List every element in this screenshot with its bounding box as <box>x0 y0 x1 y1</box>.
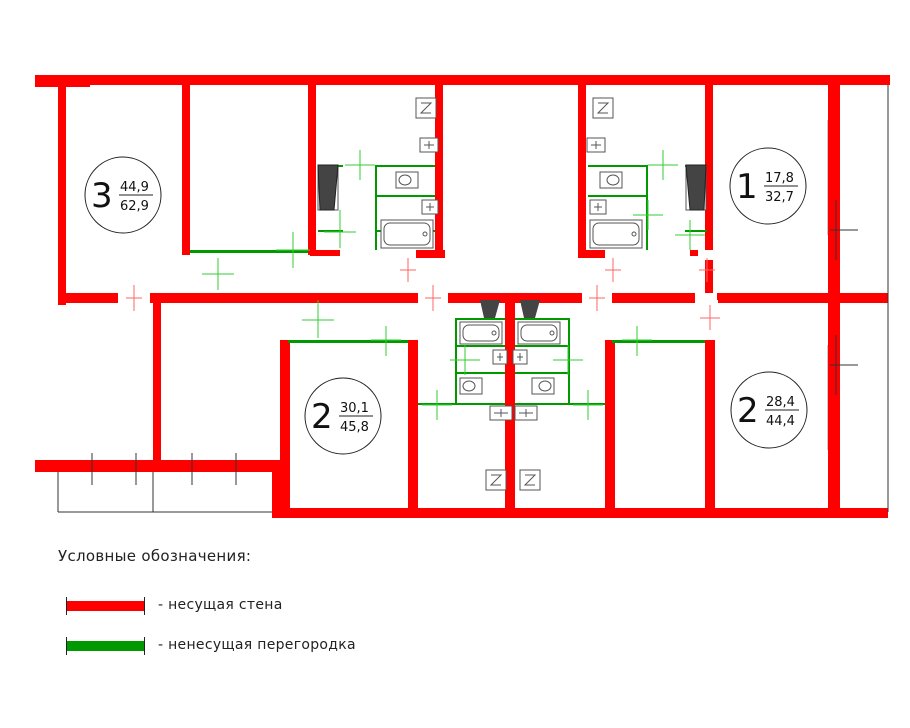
apartment-total-area-apt-3: 62,9 <box>120 199 149 214</box>
bathtub-inner <box>592 222 640 246</box>
vent-mark <box>489 474 503 486</box>
wall-opening <box>400 250 416 260</box>
toilet-bowl <box>606 174 620 186</box>
bearing-wall <box>578 85 586 255</box>
bathtub <box>380 219 434 249</box>
bearing-walls <box>35 75 890 518</box>
bathtub-inner <box>383 222 431 246</box>
legend-label-partition: - ненесущая перегородка <box>158 637 356 653</box>
apartment-total-area-apt-1: 32,7 <box>765 190 794 205</box>
partitions <box>190 150 707 420</box>
bearing-wall <box>435 85 443 255</box>
partition <box>515 372 570 374</box>
wall-opening <box>695 293 717 303</box>
apartment-rooms-apt-2-center: 2 <box>311 397 333 437</box>
apartment-total-area-apt-2-center: 45,8 <box>340 420 369 435</box>
bearing-wall <box>405 250 445 258</box>
bathtub-drain <box>631 231 637 237</box>
apartment-labels: 3 44,9 62,9 1 17,8 32,7 2 30,1 45,8 2 28,4 44,4 <box>84 147 808 455</box>
partition <box>375 165 377 250</box>
legend-title: Условные обозначения: <box>58 547 252 565</box>
bearing-wall <box>310 250 340 256</box>
apartment-living-area-apt-2-center: 30,1 <box>340 401 369 416</box>
bearing-wall <box>272 508 888 518</box>
bearing-wall <box>272 468 290 518</box>
bathtub-drain <box>491 330 497 336</box>
wall-opening <box>605 250 621 260</box>
bearing-wall <box>58 85 66 305</box>
bearing-wall <box>153 300 161 470</box>
apartment-living-area-apt-2-right: 28,4 <box>766 395 795 410</box>
bearing-wall <box>578 250 618 258</box>
wall-opening <box>698 250 716 260</box>
partition <box>455 345 505 347</box>
partition <box>612 340 705 343</box>
partition <box>455 318 505 320</box>
apartment-total-area-apt-2-right: 44,4 <box>766 414 795 429</box>
bathtub-inner <box>520 324 558 342</box>
bearing-wall <box>35 460 280 472</box>
wall-opening <box>700 300 718 340</box>
partition <box>515 403 570 405</box>
bearing-wall <box>705 300 715 515</box>
partition <box>685 230 707 232</box>
opening-marks <box>91 200 858 485</box>
bearing-wall <box>35 75 890 85</box>
apartment-rooms-apt-1: 1 <box>736 167 758 207</box>
partition-swatch <box>66 641 144 651</box>
stove-panel <box>520 300 540 318</box>
bearing-wall-swatch <box>66 601 144 611</box>
toilet-bowl <box>538 380 552 392</box>
vent-mark <box>523 474 537 486</box>
bearing-wall <box>280 340 290 515</box>
stove-panel <box>317 164 339 211</box>
bearing-wall <box>58 293 888 303</box>
partition <box>515 318 570 320</box>
partition <box>288 340 408 343</box>
partition <box>375 165 435 167</box>
partition <box>375 195 435 197</box>
floor-plan: 3 44,9 62,9 1 17,8 32,7 2 30,1 45,8 2 28,4 44,4 <box>35 75 890 518</box>
stove-panel <box>480 300 500 318</box>
bearing-wall <box>605 340 615 515</box>
bathtub-drain <box>422 231 428 237</box>
apartment-living-area-apt-3: 44,9 <box>120 180 149 195</box>
stove-panel <box>685 164 707 211</box>
bathtub-drain <box>549 330 555 336</box>
partition <box>318 230 343 232</box>
vent-mark <box>419 102 433 114</box>
bathtub <box>589 219 643 249</box>
bearing-wall <box>408 340 418 515</box>
bearing-wall <box>182 85 190 255</box>
apartment-rooms-apt-2-right: 2 <box>737 391 759 431</box>
toilet-bowl <box>398 174 412 186</box>
bearing-wall <box>308 85 316 255</box>
partition <box>455 372 505 374</box>
partition <box>588 165 648 167</box>
legend-label-bearing-wall: - несущая стена <box>158 597 283 613</box>
vent-mark <box>596 102 610 114</box>
bathtub <box>517 321 561 345</box>
fixtures <box>317 97 707 491</box>
bearing-wall <box>705 85 713 305</box>
partition <box>646 165 648 250</box>
partition <box>515 345 570 347</box>
apartment-rooms-apt-3: 3 <box>91 176 113 216</box>
bathtub-inner <box>462 324 500 342</box>
bathtub <box>459 321 503 345</box>
toilet-bowl <box>462 380 476 392</box>
apartment-living-area-apt-1: 17,8 <box>765 171 794 186</box>
partition <box>455 403 505 405</box>
partition <box>190 250 308 253</box>
partition <box>588 195 648 197</box>
